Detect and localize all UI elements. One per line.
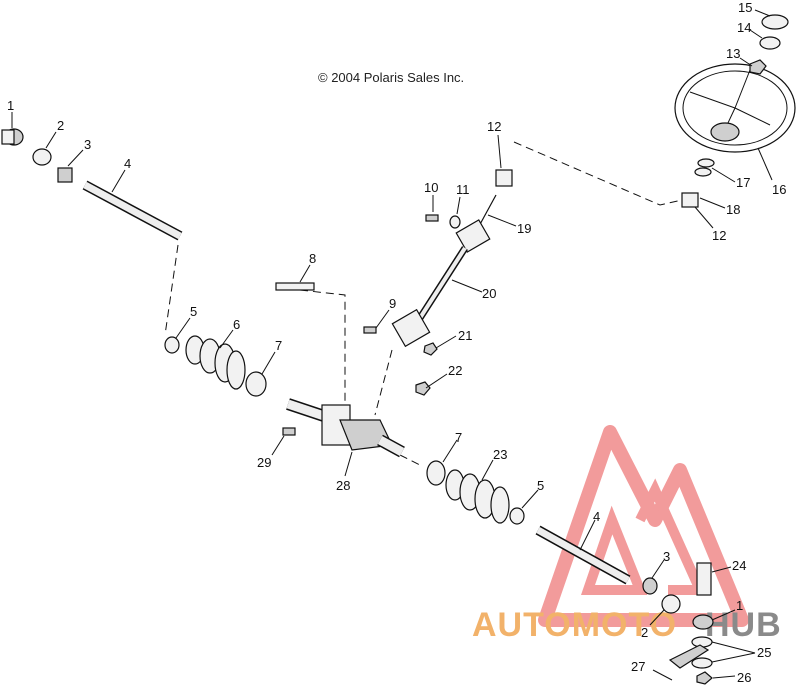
nut-11 — [449, 215, 461, 229]
tie-rod-end-right — [661, 594, 681, 614]
callout-15: 15 — [738, 0, 752, 15]
emblem — [759, 36, 781, 50]
callout-7-right: 7 — [455, 430, 462, 445]
callout-13: 13 — [726, 46, 740, 61]
steering-wheel — [674, 63, 796, 153]
callout-2-right: 2 — [641, 625, 648, 640]
bolt-9 — [363, 326, 377, 334]
callout-26: 26 — [737, 670, 751, 685]
nut-22 — [415, 381, 431, 396]
callout-21: 21 — [458, 328, 472, 343]
watermark-wordmark: AUTOMOTO HUB — [472, 606, 782, 644]
callout-12-upper: 12 — [487, 119, 501, 134]
bolt-29 — [282, 427, 296, 436]
clamp-7-left — [245, 371, 267, 397]
callout-29: 29 — [257, 455, 271, 470]
copyright-text: © 2004 Polaris Sales Inc. — [318, 70, 464, 85]
bracket-25 — [668, 636, 713, 669]
callout-6: 6 — [233, 317, 240, 332]
callout-23: 23 — [493, 447, 507, 462]
callout-17: 17 — [736, 175, 750, 190]
callout-4-right: 4 — [593, 509, 600, 524]
callout-24: 24 — [732, 558, 746, 573]
jam-nut-right — [642, 577, 658, 595]
clamp-5-right — [509, 507, 525, 525]
callout-7-left: 7 — [275, 338, 282, 353]
callout-9: 9 — [389, 296, 396, 311]
callout-14: 14 — [737, 20, 751, 35]
steering-shaft — [391, 194, 497, 348]
callout-3-left: 3 — [84, 137, 91, 152]
nut-21 — [423, 342, 438, 356]
watermark-word-b: HUB — [705, 606, 782, 644]
tie-rod-left — [82, 180, 183, 241]
callout-4-left: 4 — [124, 156, 131, 171]
steering-cap — [761, 14, 789, 30]
callout-18: 18 — [726, 202, 740, 217]
assembly-line-left — [164, 244, 179, 336]
assembly-line-shaft — [374, 349, 393, 416]
callout-1-left: 1 — [7, 98, 14, 113]
callout-2-left: 2 — [57, 118, 64, 133]
jam-nut-left — [32, 148, 52, 166]
callout-12-lower: 12 — [712, 228, 726, 243]
assembly-line-bolt — [299, 289, 346, 410]
watermark-word-a: AUTOMOTO — [472, 606, 677, 644]
leader-lines — [11, 9, 773, 681]
callout-25: 25 — [757, 645, 771, 660]
watermark-logo — [538, 425, 749, 627]
tie-rod-end-left — [1, 128, 24, 146]
washer-upper — [697, 158, 715, 168]
callout-1-right: 1 — [736, 598, 743, 613]
boot-23 — [445, 469, 510, 524]
callout-5-left: 5 — [190, 304, 197, 319]
bushing-lower — [681, 192, 699, 208]
callout-8: 8 — [309, 251, 316, 266]
part-callouts: 1 2 3 4 5 6 7 8 9 10 11 12 12 13 14 15 1… — [7, 0, 786, 685]
bolt-8 — [275, 282, 315, 291]
callout-10: 10 — [424, 180, 438, 195]
callout-11: 11 — [456, 182, 470, 197]
callout-5-right: 5 — [537, 478, 544, 493]
bolt-10 — [425, 214, 439, 222]
washer-lower — [694, 167, 712, 177]
assembly-line-bushing — [513, 141, 683, 206]
assembly-line-right — [399, 454, 421, 466]
callout-20: 20 — [482, 286, 496, 301]
callout-16: 16 — [772, 182, 786, 197]
callout-22: 22 — [448, 363, 462, 378]
wheel-nut — [749, 59, 767, 75]
nut-1-right — [692, 614, 714, 630]
nut-26 — [696, 671, 713, 685]
callout-27: 27 — [631, 659, 645, 674]
clamp-7-right — [426, 460, 446, 486]
rack-assembly — [286, 398, 405, 458]
tie-rod-right — [535, 525, 631, 585]
boot-6 — [185, 335, 246, 390]
clamp-5-left — [164, 336, 180, 354]
bushing-upper — [495, 169, 513, 187]
callout-28: 28 — [336, 478, 350, 493]
boot-clamp-left — [57, 167, 73, 183]
bolt-24 — [696, 562, 712, 596]
callout-19: 19 — [517, 221, 531, 236]
callout-3-right: 3 — [663, 549, 670, 564]
